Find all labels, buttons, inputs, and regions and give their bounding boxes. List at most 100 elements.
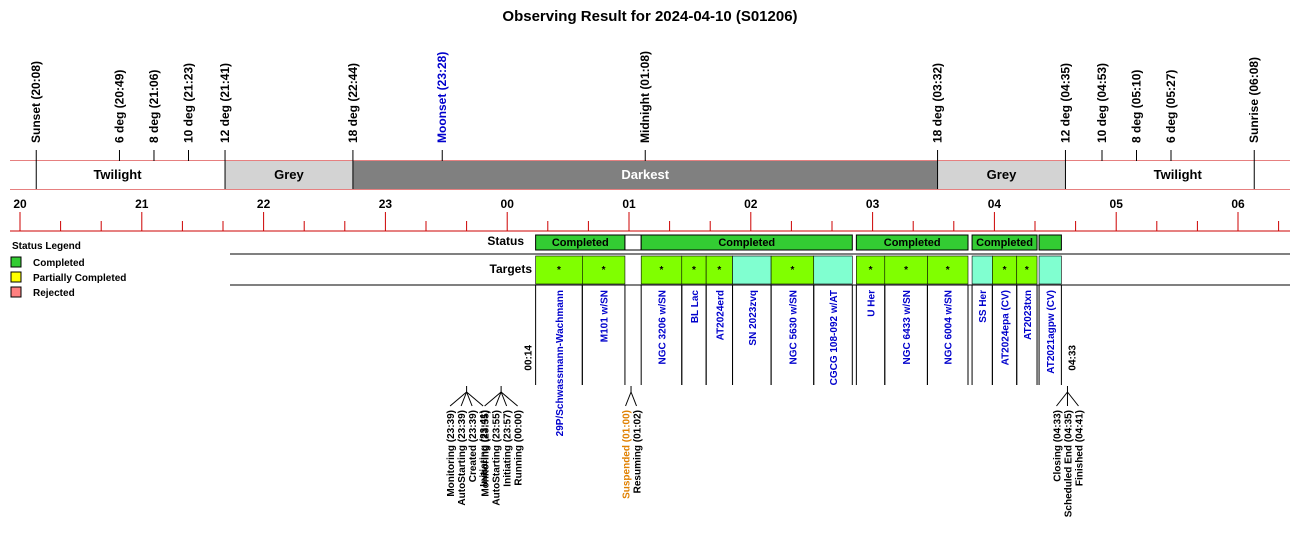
log-connector [495, 391, 502, 407]
target-marker: * [904, 265, 908, 276]
event-label: 10 deg (21:23) [181, 63, 195, 143]
target-marker: * [717, 265, 721, 276]
targets: * 29P/Schwassmann-Wachmann * M101 w/SN * NGC … [524, 255, 1078, 436]
log-connector [500, 391, 508, 407]
status-block [855, 234, 969, 251]
target-marker: * [660, 265, 664, 276]
hour-tick-label: 20 [13, 197, 27, 211]
target-block [1016, 255, 1038, 285]
target-block [813, 255, 853, 285]
legend-label: Partially Completed [33, 273, 126, 284]
target-name: AT2023txn [1023, 290, 1034, 340]
log-event: Created (23:39) [468, 410, 479, 482]
band-twilight [10, 161, 226, 189]
legend-label: Completed [33, 258, 85, 269]
sky-bands: Twilight Grey Darkest Grey Twilight [10, 160, 1290, 190]
log-connector [625, 391, 632, 407]
event-label: Sunset (20:08) [29, 61, 43, 143]
band-twilight [1065, 161, 1290, 189]
log-event: Closing (04:33) [1052, 410, 1063, 482]
run-start-label: 00:14 [524, 345, 535, 371]
log-events: Monitoring (23:39)AutoStarting (23:39)Cr… [446, 386, 1085, 517]
target-name: NGC 5630 w/SN [788, 290, 799, 364]
target-name: AT2021agpw (CV) [1046, 290, 1057, 374]
target-name: SN 2023zvq [748, 290, 759, 346]
target-name: AT2024erd [715, 290, 726, 340]
target-block [884, 255, 928, 285]
target-name: U Her [867, 290, 878, 317]
target-name: SS Her [978, 290, 989, 323]
target-marker: * [1003, 265, 1007, 276]
target-name: NGC 6004 w/SN [944, 290, 955, 364]
sky-events: Sunset (20:08) 6 deg (20:49) 8 deg (21:06)… [29, 51, 1261, 189]
target-marker: * [692, 265, 696, 276]
log-event: Scheduled End (04:35) [1063, 410, 1074, 517]
event-label: 12 deg (04:35) [1058, 63, 1072, 143]
status-block [624, 234, 642, 251]
log-connector [484, 391, 502, 407]
hour-tick-label: 06 [1231, 197, 1245, 211]
hour-tick-label: 00 [501, 197, 515, 211]
target-marker: * [790, 265, 794, 276]
log-connector [466, 391, 473, 407]
log-connector [630, 391, 637, 407]
band-grey [225, 161, 353, 189]
status-block-label: Completed [884, 237, 941, 249]
legend-swatch [10, 271, 22, 283]
band-label: Grey [987, 167, 1017, 182]
band-label: Twilight [93, 167, 142, 182]
band-label: Twilight [1154, 167, 1203, 182]
target-name: NGC 6433 w/SN [902, 290, 913, 364]
legend-swatch [10, 286, 22, 298]
target-marker: * [602, 265, 606, 276]
status-block [1038, 234, 1062, 251]
status-row-label: Status [487, 234, 524, 248]
event-label: 6 deg (05:27) [1164, 70, 1178, 143]
target-block [770, 255, 815, 285]
target-block [705, 255, 733, 285]
legend-label: Rejected [33, 288, 75, 299]
band-label: Darkest [621, 167, 669, 182]
event-label: Sunrise (06:08) [1247, 57, 1261, 143]
target-block [681, 255, 707, 285]
event-label: 18 deg (22:44) [346, 63, 360, 143]
target-name: NGC 3206 w/SN [657, 290, 668, 364]
hour-tick-label: 04 [988, 197, 1002, 211]
log-connector [500, 391, 518, 407]
event-label: 8 deg (05:10) [1130, 70, 1144, 143]
log-connector [1056, 391, 1068, 407]
status-block-label: Completed [718, 237, 775, 249]
hour-tick-label: 05 [1110, 197, 1124, 211]
target-name: M101 w/SN [600, 290, 611, 342]
log-event: Finished (04:41) [1074, 410, 1085, 486]
event-label: 8 deg (21:06) [147, 70, 161, 143]
log-event: AutoStarting (23:55) [492, 410, 503, 506]
log-event: Suspended (01:00) [622, 410, 633, 499]
event-label: 6 deg (20:49) [112, 70, 126, 143]
band-label: Grey [274, 167, 304, 182]
chart-title: Observing Result for 2024-04-10 (S01206) [502, 8, 797, 25]
log-event: AutoStarting (23:39) [457, 410, 468, 506]
legend-swatch [10, 256, 22, 268]
target-block [1038, 255, 1062, 285]
status-block-label: Completed [552, 237, 609, 249]
target-name: 29P/Schwassmann-Wachmann [555, 290, 566, 436]
hour-tick-label: 01 [622, 197, 636, 211]
log-connector [460, 391, 468, 407]
hour-tick-label: 02 [744, 197, 758, 211]
log-connector [1067, 391, 1079, 407]
target-name: AT2024epa (CV) [1001, 290, 1012, 365]
event-label: 18 deg (03:32) [931, 63, 945, 143]
targets-row-label: Targets [490, 262, 533, 276]
log-event: Initiating (23:41) [479, 410, 490, 487]
legend-title: Status Legend [12, 241, 81, 252]
target-block [732, 255, 772, 285]
run-end-label: 04:33 [1067, 345, 1078, 371]
target-block [856, 255, 886, 285]
log-event: Monitoring (23:39) [446, 410, 457, 497]
target-block [971, 255, 993, 285]
